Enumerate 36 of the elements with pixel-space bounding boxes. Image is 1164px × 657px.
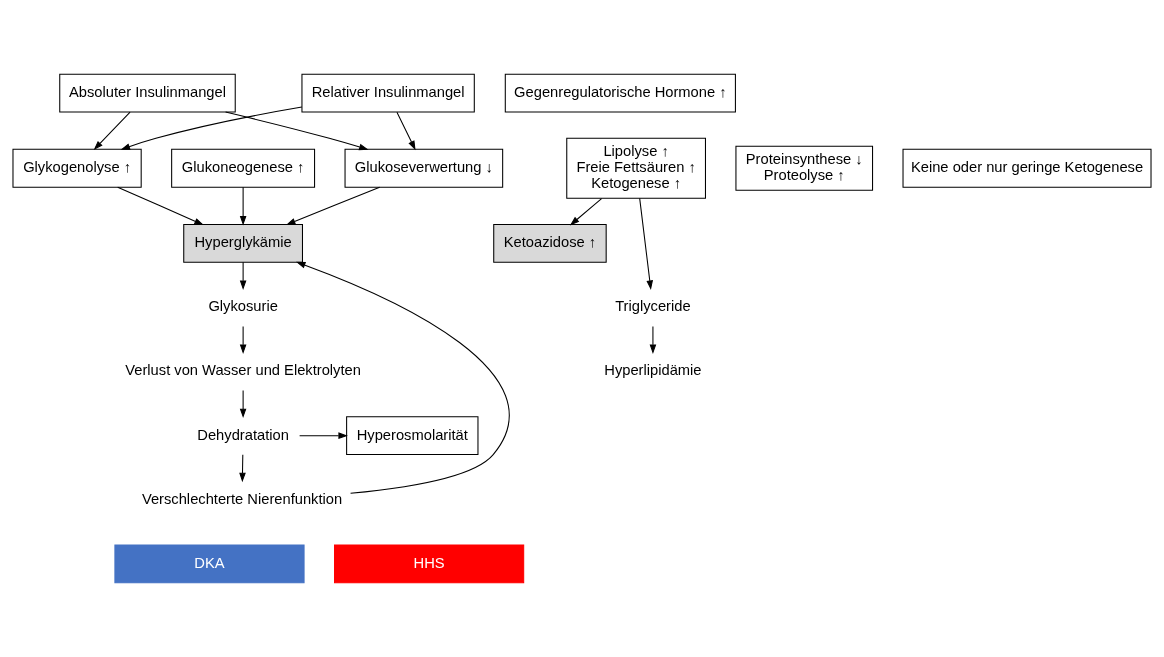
node-box: Keine oder nur geringe Ketogenese: [902, 148, 1152, 188]
node-box: Proteinsynthese ↓ Proteolyse ↑: [735, 145, 874, 191]
node-text: Verschlechterte Nierenfunktion: [141, 490, 343, 507]
arrow: [639, 197, 654, 290]
node-box: Glykogenolyse ↑: [12, 148, 142, 188]
arrow: [239, 261, 247, 290]
arrow: [239, 325, 247, 354]
arrow: [239, 454, 246, 483]
node-box: DKA: [114, 544, 305, 584]
arrow: [239, 390, 247, 419]
node-text: Dehydratation: [197, 426, 289, 443]
node-box: Gegenregulatorische Hormone ↑: [504, 73, 736, 113]
node-box: Absoluter Insulinmangel: [59, 73, 236, 113]
arrow: [225, 111, 369, 151]
node-box: Hyperosmolarität: [346, 416, 479, 456]
node-text: Glykosurie: [208, 298, 278, 315]
node-text: Verlust von Wasser und Elektrolyten: [125, 362, 361, 379]
node-box: Glukoseverwertung ↓: [344, 148, 504, 188]
arrow: [299, 432, 348, 439]
node-box: Ketoazidose ↑: [493, 223, 607, 263]
arrow: [286, 186, 381, 225]
node-box: Hyperglykämie: [183, 223, 303, 263]
node-box: Lipolyse ↑ Freie Fettsäuren ↑ Ketogenese ↑: [566, 137, 706, 199]
arrow: [296, 261, 510, 494]
arrow: [93, 111, 131, 150]
arrow: [239, 186, 247, 226]
node-text: Triglyceride: [615, 298, 691, 315]
node-box: HHS: [334, 544, 525, 584]
arrow: [649, 325, 657, 355]
node-box: Glukoneogenese ↑: [171, 148, 316, 188]
node-box: Relativer Insulinmangel: [301, 73, 475, 113]
arrow: [396, 111, 416, 151]
arrow: [569, 198, 603, 226]
arrow: [117, 186, 204, 226]
node-text: Hyperlipidämie: [604, 362, 702, 379]
arrow: [120, 106, 303, 150]
